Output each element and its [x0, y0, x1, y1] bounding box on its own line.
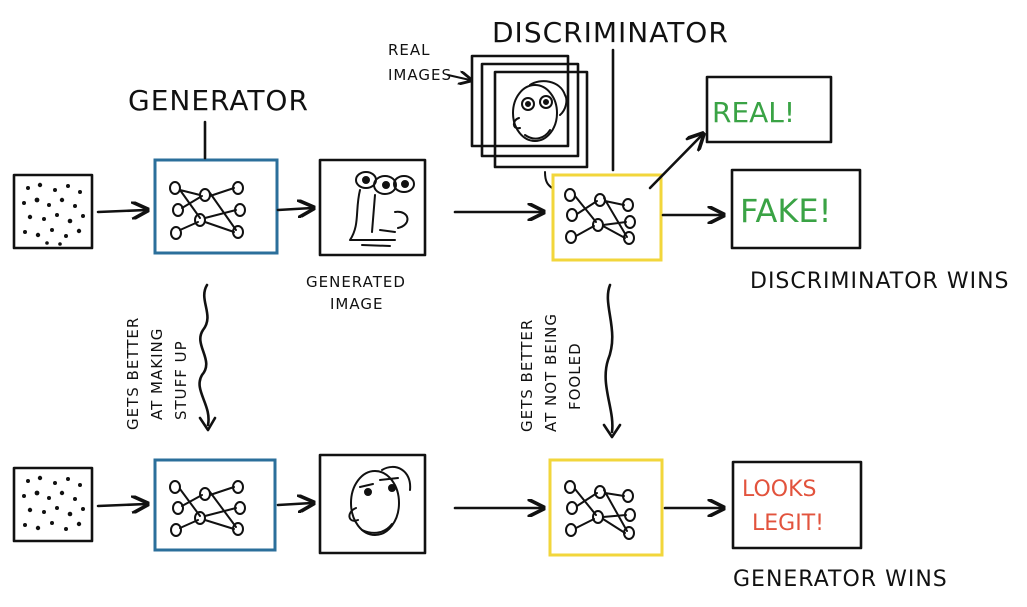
generated-image-top — [318, 158, 427, 257]
arrow-generator-to-image-top — [276, 208, 312, 210]
discriminator-improvement-line2: AT NOT BEING — [542, 313, 560, 432]
fake-verdict-text: FAKE! — [740, 192, 831, 230]
discriminator-improvement-note: GETS BETTER AT NOT BEING FOOLED — [518, 283, 622, 439]
real-images-label-line2: IMAGES — [388, 66, 452, 84]
real-images-label-line1: REAL — [388, 41, 431, 59]
looks-legit-line1: LOOKS — [742, 477, 817, 502]
looks-legit-verdict-box: LOOKS LEGIT! — [731, 460, 863, 550]
discriminator-label: DISCRIMINATOR — [492, 16, 729, 49]
real-images-to-discriminator-line — [544, 171, 553, 189]
arrow-noise-to-generator-bottom — [96, 504, 146, 506]
arrow-generator-to-image-bottom — [276, 503, 312, 505]
generator-network-bottom — [153, 458, 277, 552]
generator-improvement-line1: GETS BETTER — [124, 317, 142, 430]
noise-input-bottom — [12, 466, 94, 543]
real-images-stack — [470, 54, 589, 169]
generated-image-label-line1: GENERATED — [306, 273, 406, 291]
looks-legit-line2: LEGIT! — [752, 511, 824, 536]
discriminator-wins-label: DISCRIMINATOR WINS — [750, 269, 1010, 294]
generated-image-bottom — [318, 453, 427, 555]
noise-input-top — [12, 173, 94, 250]
discriminator-network-top — [551, 173, 663, 262]
arrow-to-real-verdict — [648, 135, 702, 190]
arrow-real-images — [447, 75, 470, 80]
discriminator-improvement-line1: GETS BETTER — [518, 319, 536, 432]
real-verdict-box: REAL! — [705, 75, 833, 144]
generated-image-label-line2: IMAGE — [330, 295, 383, 313]
real-verdict-text: REAL! — [712, 96, 795, 129]
discriminator-improvement-line3: FOOLED — [566, 342, 584, 410]
arrow-noise-to-generator-top — [96, 210, 146, 212]
generator-improvement-note: GETS BETTER AT MAKING STUFF UP — [124, 283, 217, 432]
generator-label: GENERATOR — [128, 84, 309, 117]
fake-verdict-box: FAKE! — [730, 168, 862, 250]
generator-improvement-line2: AT MAKING — [148, 328, 166, 420]
generator-improvement-line3: STUFF UP — [172, 340, 190, 420]
discriminator-network-bottom — [548, 458, 664, 557]
generator-wins-label: GENERATOR WINS — [733, 567, 948, 592]
generator-network-top — [153, 158, 279, 255]
